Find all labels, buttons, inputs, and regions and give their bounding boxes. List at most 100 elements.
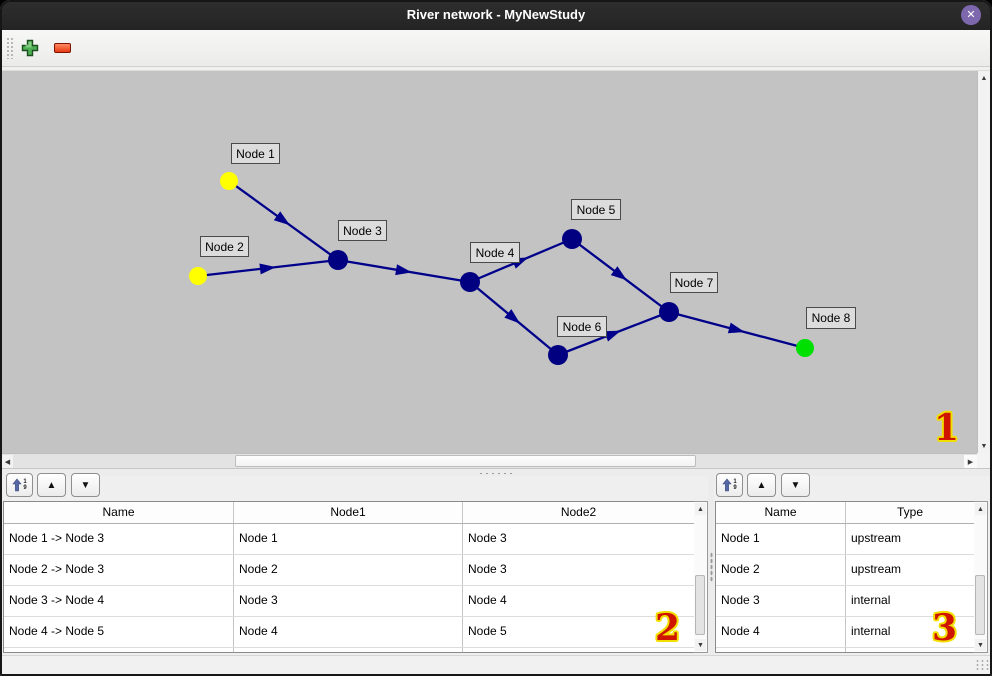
scroll-down-button[interactable]: ▼: [975, 639, 986, 651]
triangle-left-icon: ◀: [4, 458, 11, 466]
table-cell[interactable]: Node 2 -> Node 3: [4, 555, 234, 585]
triangle-down-icon: ▼: [697, 641, 704, 649]
remove-node-button[interactable]: [54, 43, 71, 53]
table-cell[interactable]: Node 3: [716, 586, 846, 616]
triangle-down-icon: ▼: [790, 479, 801, 491]
scroll-down-button[interactable]: ▼: [695, 639, 706, 651]
table-cell[interactable]: Node 3: [468, 531, 507, 545]
column-header[interactable]: Node1: [234, 502, 463, 523]
close-icon: ✕: [966, 9, 976, 21]
vertical-split-divider[interactable]: [708, 476, 714, 655]
reaches-table-scrollbar[interactable]: ▲ ▼: [694, 501, 708, 653]
node-node-7[interactable]: [659, 302, 679, 322]
node-node-3[interactable]: [328, 250, 348, 270]
table-cell[interactable]: Node 5: [468, 624, 507, 638]
column-header[interactable]: Node2: [560, 505, 597, 519]
window-title: River network - MyNewStudy: [406, 7, 586, 22]
table-cell[interactable]: Node 4: [234, 617, 463, 647]
left-move-up-button[interactable]: ▲: [37, 473, 66, 497]
sort-nine-label: 9: [23, 485, 27, 491]
horizontal-scroll-thumb[interactable]: [235, 455, 696, 467]
table-cell[interactable]: Node 2: [716, 555, 846, 585]
column-header[interactable]: Name: [4, 502, 234, 523]
nodes-table-scrollbar[interactable]: ▲ ▼: [974, 501, 988, 653]
scrollbar-corner: [977, 453, 992, 468]
node-node-2[interactable]: [189, 267, 207, 285]
node-node-1[interactable]: [220, 172, 238, 190]
sort-nine-label: 9: [733, 485, 737, 491]
scroll-left-button[interactable]: ◀: [2, 455, 13, 468]
column-header[interactable]: Name: [716, 502, 846, 523]
table-cell[interactable]: Node 1 -> Node 3: [4, 524, 234, 554]
scroll-up-button[interactable]: ▲: [978, 71, 990, 85]
horizontal-split-divider[interactable]: [0, 468, 992, 476]
table-cell[interactable]: upstream: [851, 531, 902, 545]
plus-icon: [21, 39, 39, 57]
node-node-4[interactable]: [460, 272, 480, 292]
node-label: Node 4: [470, 242, 520, 263]
right-move-up-button[interactable]: ▲: [747, 473, 776, 497]
table-cell[interactable]: Node 3 -> Node 4: [4, 586, 234, 616]
table-row[interactable]: Node 2 upstream: [716, 555, 974, 586]
table-row[interactable]: Node 3 internal: [716, 586, 974, 617]
main-toolbar: [0, 30, 992, 66]
triangle-down-icon: ▼: [80, 479, 91, 491]
flow-arrow-icon: [727, 322, 745, 334]
divider-handle-icon: [478, 472, 514, 475]
node-node-6[interactable]: [548, 345, 568, 365]
node-node-5[interactable]: [562, 229, 582, 249]
scroll-right-button[interactable]: ▶: [964, 455, 977, 468]
close-button[interactable]: ✕: [961, 5, 981, 25]
vertical-scroll-thumb[interactable]: [695, 575, 705, 635]
scroll-up-button[interactable]: ▲: [695, 503, 706, 515]
flow-arrow-icon: [395, 264, 412, 276]
right-move-down-button[interactable]: ▼: [781, 473, 810, 497]
table-row[interactable]: Node 4 internal: [716, 617, 974, 648]
resize-grip-icon[interactable]: [975, 659, 989, 671]
triangle-up-icon: ▲: [980, 74, 988, 82]
add-node-button[interactable]: [21, 39, 39, 57]
vertical-scroll-thumb[interactable]: [975, 575, 985, 635]
triangle-up-icon: ▲: [756, 479, 767, 491]
triangle-right-icon: ▶: [967, 458, 974, 466]
toolbar-drag-handle-icon[interactable]: [6, 37, 15, 59]
table-cell[interactable]: Node 4: [468, 593, 507, 607]
scroll-down-button[interactable]: ▼: [978, 439, 990, 453]
table-cell[interactable]: Node 4 -> Node 5: [4, 617, 234, 647]
table-cell[interactable]: internal: [851, 624, 891, 638]
triangle-up-icon: ▲: [46, 479, 57, 491]
table-cell[interactable]: Node 1: [716, 524, 846, 554]
scroll-up-button[interactable]: ▲: [975, 503, 986, 515]
toolbar-separator: [0, 66, 992, 71]
network-graph: [189, 172, 814, 365]
table-cell[interactable]: Node 4: [716, 617, 846, 647]
canvas-vertical-scrollbar[interactable]: ▲ ▼: [977, 71, 990, 453]
node-node-8[interactable]: [796, 339, 814, 357]
annotation-3: 3: [932, 607, 958, 649]
title-bar: River network - MyNewStudy ✕: [0, 0, 992, 31]
flow-arrow-icon: [604, 330, 621, 342]
left-move-down-button[interactable]: ▼: [71, 473, 100, 497]
table-cell[interactable]: Node 1: [234, 524, 463, 554]
node-label: Node 3: [338, 220, 387, 241]
table-cell[interactable]: Node 3: [468, 562, 507, 576]
table-cell[interactable]: Node 2: [234, 555, 463, 585]
node-label: Node 6: [557, 316, 607, 337]
table-cell[interactable]: internal: [851, 593, 891, 607]
canvas-horizontal-scrollbar[interactable]: ◀ ▶: [2, 453, 977, 468]
column-header[interactable]: Type: [896, 505, 923, 519]
table-cell[interactable]: Node 3: [234, 586, 463, 616]
table-row[interactable]: Node 1 upstream: [716, 524, 974, 555]
table-cell[interactable]: upstream: [851, 562, 902, 576]
